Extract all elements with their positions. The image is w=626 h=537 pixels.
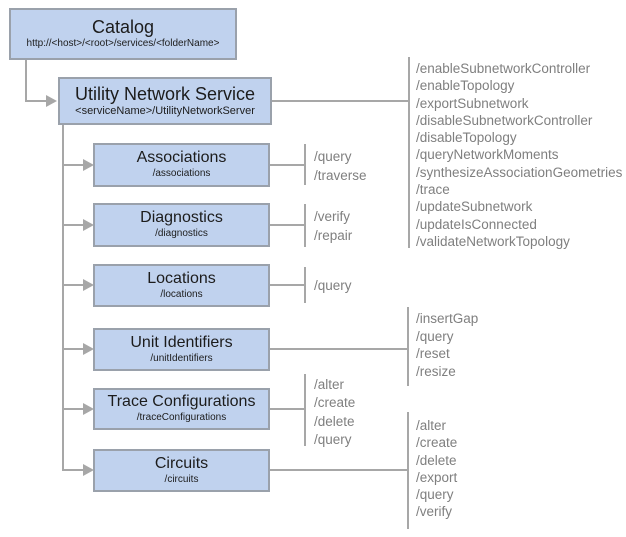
arrowhead-to-unit-identifiers [83,343,94,355]
operation-label: /updateIsConnected [416,216,537,232]
connector-associations-operations [270,164,305,166]
node-associations-subtitle: /associations [152,168,211,180]
node-unit-identifiers: Unit Identifiers /unitIdentifiers [93,328,270,371]
node-utility-network-service-subtitle: <serviceName>/UtilityNetworkServer [75,104,255,117]
connector-diagnostics-operations [270,224,305,226]
operation-label: /export [416,469,458,485]
bar-trace-configurations-operations [304,374,306,446]
connector-uns-operations [272,100,408,102]
node-associations-title: Associations [136,149,227,167]
node-diagnostics: Diagnostics /diagnostics [93,203,270,247]
operations-locations: /query [314,277,352,294]
operation-label: /queryNetworkMoments [416,147,559,163]
operation-label: /verify [314,209,351,224]
operation-label: /trace [416,182,450,198]
node-trace-configurations-subtitle: /traceConfigurations [136,412,227,424]
operation-label: /alter [416,418,447,433]
node-locations-subtitle: /locations [160,288,203,300]
node-utility-network-service-title: Utility Network Service [74,83,256,104]
operation-label: /query [314,432,352,448]
node-diagnostics-subtitle: /diagnostics [155,228,208,240]
operation-label: /create [314,395,356,411]
operations-diagnostics: /verify/repair [314,207,352,245]
arrowhead-to-circuits [83,464,94,476]
connector-trunk-vertical [62,125,64,471]
arrowhead-to-locations [83,279,94,291]
operation-label: /create [416,435,458,451]
operations-utility-network-service: /enableSubnetworkController/enableTopolo… [416,60,622,250]
arrowhead-to-associations [83,159,94,171]
bar-unit-identifiers-operations [407,307,409,386]
node-trace-configurations: Trace Configurations /traceConfiguration… [93,388,270,430]
connector-branch-unit-identifiers [62,348,84,350]
operations-circuits: /alter/create/delete/export/query/verify [416,417,457,521]
node-circuits-title: Circuits [154,454,209,472]
node-locations: Locations /locations [93,264,270,307]
connector-branch-circuits [62,469,84,471]
connector-locations-operations [270,284,305,286]
operation-label: /alter [314,377,345,392]
connector-circuits-operations [270,469,407,471]
node-circuits: Circuits /circuits [93,449,270,492]
node-utility-network-service: Utility Network Service <serviceName>/Ut… [58,77,272,125]
operation-label: /reset [416,346,450,362]
operation-label: /insertGap [416,311,479,326]
node-associations: Associations /associations [93,143,270,187]
arrowhead-to-diagnostics [83,219,94,231]
operation-label: /enableTopology [416,78,515,94]
operations-associations: /query/traverse [314,147,367,185]
node-catalog-title: Catalog [91,17,155,38]
operation-label: /verify [416,504,453,520]
connector-trace-configurations-operations [270,408,305,410]
operation-label: /disableTopology [416,130,517,146]
operation-label: /query [314,278,352,293]
operation-label: /query [314,149,352,164]
node-catalog-subtitle: http://<host>/<root>/services/<folderNam… [26,38,220,50]
operation-label: /delete [314,413,355,429]
operation-label: /exportSubnetwork [416,95,529,111]
node-unit-identifiers-title: Unit Identifiers [130,333,233,351]
bar-locations-operations [304,267,306,303]
operation-label: /query [416,328,454,344]
connector-branch-locations [62,284,84,286]
operations-unit-identifiers: /insertGap/query/reset/resize [416,310,478,380]
operation-label: /traverse [314,168,367,183]
arrowhead-to-trace-configurations [83,403,94,415]
bar-circuits-operations [407,412,409,529]
node-circuits-subtitle: /circuits [164,473,199,485]
operation-label: /updateSubnetwork [416,199,533,215]
operation-label: /delete [416,452,457,468]
arrowhead-to-utility-network-service [46,95,57,107]
operation-label: /enableSubnetworkController [416,61,591,76]
connector-catalog-vertical [25,60,27,102]
operation-label: /synthesizeAssociationGeometries [416,164,623,180]
connector-catalog-horizontal [25,100,47,102]
node-catalog: Catalog http://<host>/<root>/services/<f… [9,8,237,60]
operation-label: /repair [314,228,353,243]
connector-branch-trace-configurations [62,408,84,410]
node-diagnostics-title: Diagnostics [140,209,223,227]
operation-label: /validateNetworkTopology [416,233,570,249]
bar-diagnostics-operations [304,204,306,247]
bar-associations-operations [304,144,306,185]
node-unit-identifiers-subtitle: /unitIdentifiers [150,352,213,364]
connector-branch-diagnostics [62,224,84,226]
operation-label: /disableSubnetworkController [416,112,593,128]
operation-label: /resize [416,363,456,379]
bar-uns-operations [408,57,410,248]
operation-label: /query [416,487,454,503]
node-locations-title: Locations [147,269,216,287]
operations-trace-configurations: /alter/create/delete/query [314,376,355,450]
node-trace-configurations-title: Trace Configurations [107,393,256,411]
connector-unit-identifiers-operations [270,348,407,350]
connector-branch-associations [62,164,84,166]
